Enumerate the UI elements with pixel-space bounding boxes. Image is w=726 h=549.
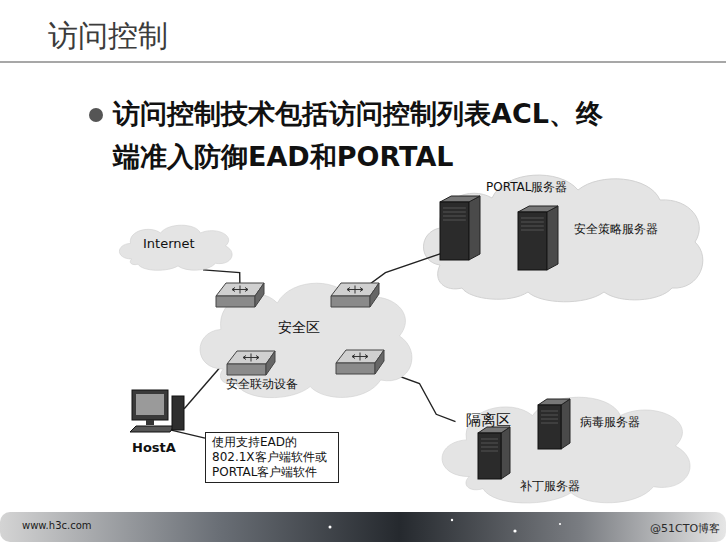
node-label: Internet	[143, 236, 195, 253]
sparkle	[513, 529, 516, 532]
node-label: 隔离区	[466, 411, 511, 431]
switch-icon	[227, 351, 275, 375]
link-line	[168, 429, 205, 438]
switch-icon	[336, 350, 384, 374]
cloud-node: 病毒服务器补丁服务器隔离区	[428, 385, 703, 507]
server-node: PORTAL服务器	[440, 196, 480, 260]
sparkle	[451, 519, 453, 521]
node-label: 安全联动设备	[226, 377, 298, 393]
computer-icon	[126, 388, 186, 434]
server-node: 补丁服务器	[478, 427, 510, 479]
watermark: @51CTO博客	[650, 522, 720, 535]
server-icon	[440, 196, 480, 260]
title-rule	[0, 61, 726, 63]
node-label: 补丁服务器	[520, 479, 580, 495]
server-node: 安全策略服务器	[518, 206, 558, 270]
switch-icon	[226, 349, 276, 377]
bullet-text: 访问控制技术包括访问控制列表ACL、终端准入防御EAD和PORTAL	[113, 92, 605, 178]
footer-url: www.h3c.com	[22, 520, 92, 532]
computer-node: HostA	[126, 388, 186, 457]
node-label: 安全区	[278, 318, 320, 336]
switch-node: 安全联动设备	[204, 349, 298, 393]
sparkle	[329, 526, 332, 529]
server-icon	[478, 427, 510, 479]
bullet-dot	[89, 108, 103, 122]
server-icon	[518, 206, 558, 270]
node-label: HostA	[132, 440, 176, 457]
link-line	[184, 362, 224, 409]
node-label: 安全策略服务器	[574, 222, 658, 238]
switch-icon	[331, 283, 379, 307]
server-icon	[538, 399, 570, 449]
sparkle	[559, 523, 561, 525]
cloud-node: 安全联动设备 安全区	[188, 270, 423, 402]
switch-group	[188, 270, 423, 402]
cloud-node: Internet	[113, 220, 238, 272]
slide-title: 访问控制	[48, 16, 168, 57]
node-label: 使用支持EAD的 802.1X客户端软件或 PORTAL客户端软件	[212, 435, 332, 480]
server-node: 病毒服务器	[538, 399, 570, 449]
server-cloud	[424, 175, 703, 302]
node-label: PORTAL服务器	[486, 180, 567, 196]
box-node: 使用支持EAD的 802.1X客户端软件或 PORTAL客户端软件	[205, 432, 339, 483]
switch-icon	[216, 283, 264, 307]
footer-bar	[0, 512, 726, 542]
node-label: 病毒服务器	[580, 415, 640, 431]
